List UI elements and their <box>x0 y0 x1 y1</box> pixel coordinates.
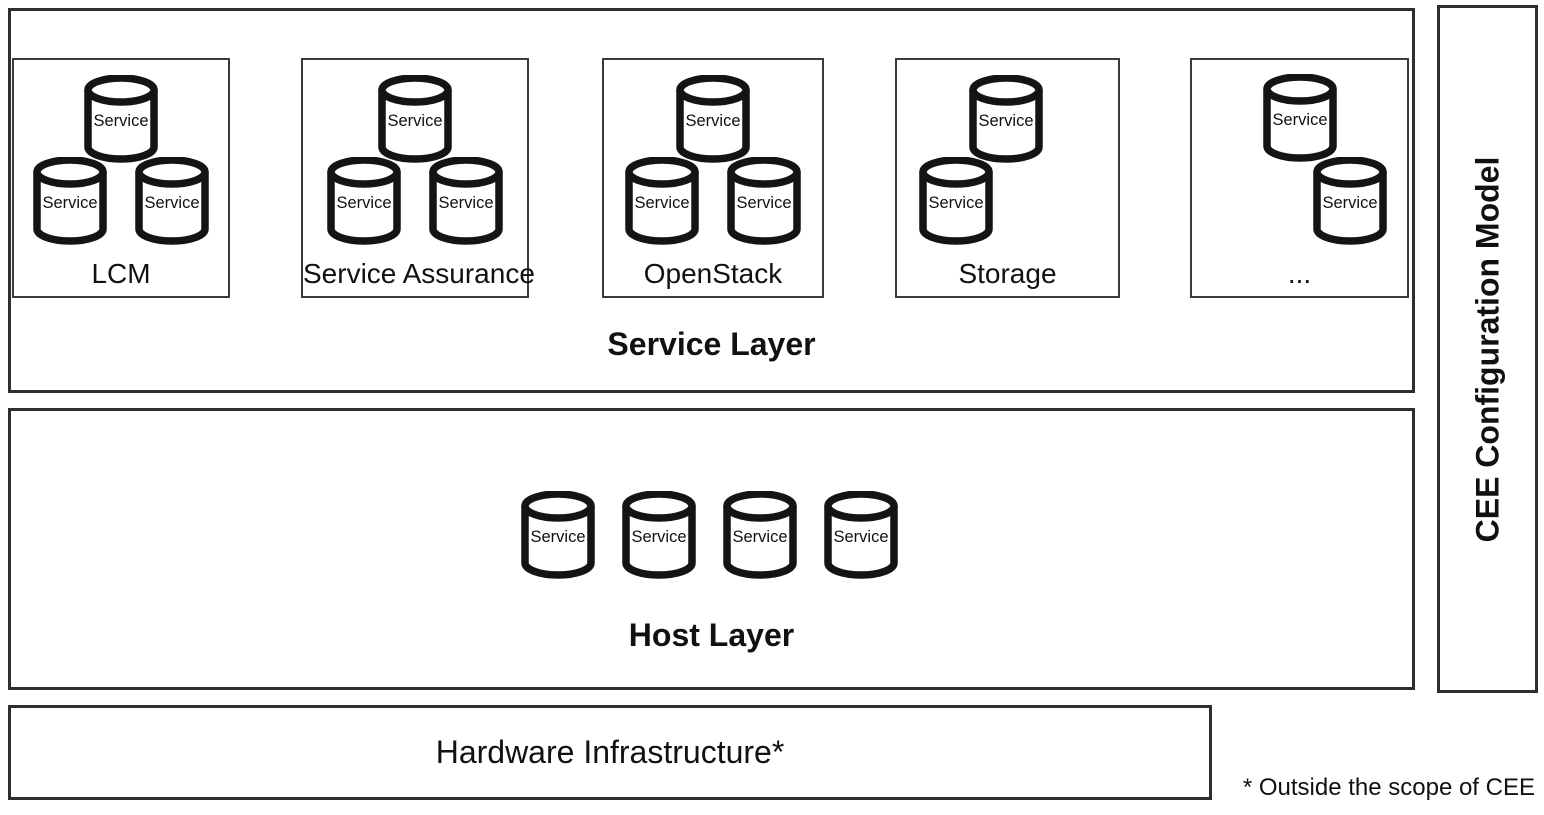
service-cylinder: Service <box>918 157 993 245</box>
cylinder-label: Service <box>736 194 791 212</box>
cylinder-label: Service <box>928 194 983 212</box>
service-cylinder: Service <box>327 157 401 245</box>
service-cylinder: Service <box>622 491 696 579</box>
service-cylinder: Service <box>135 157 209 245</box>
cylinder-label: Service <box>144 194 199 212</box>
cylinder-label: Service <box>631 528 686 546</box>
service-box-storage: Service Service Storage <box>895 58 1120 298</box>
hardware-infrastructure-title: Hardware Infrastructure* <box>435 734 785 770</box>
footnote: * Outside the scope of CEE <box>1242 774 1535 801</box>
cylinder-label: Service <box>732 528 787 546</box>
box-label-more: ... <box>1287 258 1312 289</box>
service-cylinder: Service <box>625 157 699 245</box>
box-label-storage: Storage <box>958 258 1057 289</box>
cylinder-label: Service <box>93 112 148 130</box>
box-label-service-assurance: Service Assurance <box>303 258 535 289</box>
cylinder-label: Service <box>1322 194 1377 212</box>
service-cylinder: Service <box>378 75 452 163</box>
box-label-lcm: LCM <box>91 258 151 289</box>
cylinder-label: Service <box>387 112 442 130</box>
cylinder-label: Service <box>634 194 689 212</box>
hardware-infrastructure-box: Hardware Infrastructure* <box>8 705 1212 800</box>
cylinder-label: Service <box>833 528 888 546</box>
service-cylinder: Service <box>676 75 750 163</box>
service-cylinder: Service <box>824 491 898 579</box>
cylinder-label: Service <box>336 194 391 212</box>
host-layer-title: Host Layer <box>628 617 795 653</box>
service-cylinder: Service <box>429 157 503 245</box>
service-cylinder: Service <box>84 75 158 163</box>
service-cylinder: Service <box>723 491 797 579</box>
host-layer-box <box>8 408 1415 690</box>
service-box-lcm: Service Service Service LCM <box>12 58 230 298</box>
box-label-openstack: OpenStack <box>643 258 783 289</box>
service-cylinder: Service <box>968 75 1043 163</box>
service-layer-title: Service Layer <box>607 326 816 362</box>
service-box-more: Service Service ... <box>1190 58 1409 298</box>
service-cylinder: Service <box>1262 74 1337 162</box>
cylinder-label: Service <box>530 528 585 546</box>
service-box-openstack: Service Service Service OpenStack <box>602 58 824 298</box>
cylinder-label: Service <box>685 112 740 130</box>
cylinder-label: Service <box>438 194 493 212</box>
cee-configuration-model-label: CEE Configuration Model <box>1469 156 1505 542</box>
cylinder-label: Service <box>42 194 97 212</box>
service-cylinder: Service <box>1312 157 1387 245</box>
service-cylinder: Service <box>521 491 595 579</box>
cylinder-label: Service <box>1272 111 1327 129</box>
cylinder-label: Service <box>978 112 1033 130</box>
service-cylinder: Service <box>727 157 801 245</box>
cee-configuration-model-box: CEE Configuration Model <box>1437 5 1538 693</box>
service-box-service-assurance: Service Service Service Service Assuranc… <box>301 58 535 298</box>
service-cylinder: Service <box>33 157 107 245</box>
